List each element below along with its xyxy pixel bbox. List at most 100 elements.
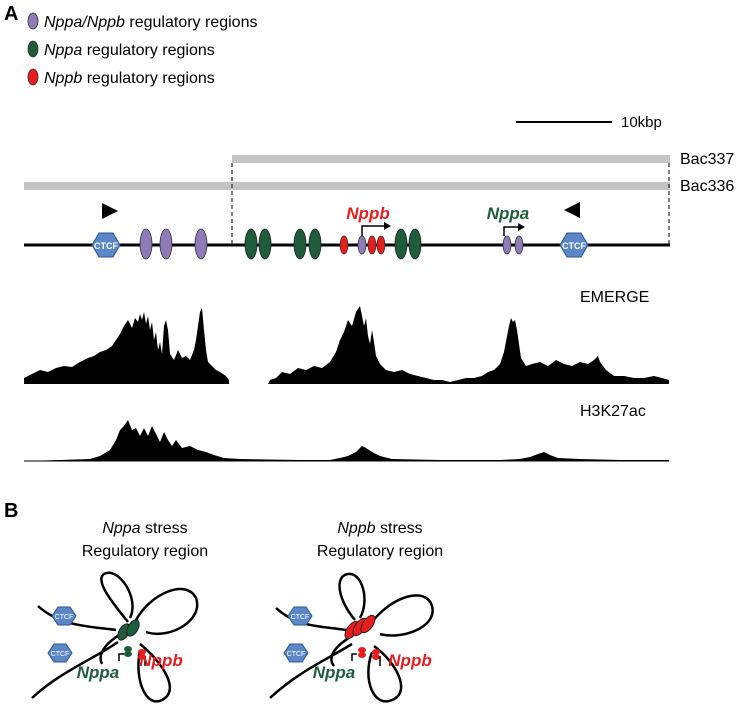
nppa-gene-label: Nppa <box>487 204 530 223</box>
ctcf-label: CTCF <box>287 651 306 658</box>
legend: Nppa/Nppb regulatory regions Nppa regula… <box>27 12 257 87</box>
nppa-gene-label: Nppa <box>77 663 120 682</box>
ctcf-label: CTCF <box>51 651 70 658</box>
chromatin-fiber <box>31 640 119 699</box>
regulatory-region-red <box>372 654 380 660</box>
regulatory-region-red <box>358 647 366 653</box>
nppb-gene-label: Nppb <box>388 651 431 670</box>
legend-label-italic: Nppa <box>44 42 82 59</box>
ctcf-site-right: CTCF <box>559 232 589 258</box>
chromatin-loop <box>100 571 134 623</box>
legend-label-rest: regulatory regions <box>82 70 215 87</box>
bac337-bar <box>232 155 670 163</box>
regulatory-region-purple <box>139 228 153 260</box>
chromatin-loop <box>134 587 199 635</box>
panel-b-right-title: Nppb stress Regulatory region <box>317 520 443 560</box>
nppa-tss-arrow-icon <box>503 226 518 236</box>
svg-text:Nppa stress: Nppa stress <box>102 520 187 537</box>
panel-b-left-title-rest: stress <box>141 520 188 537</box>
legend-label-rest: regulatory regions <box>82 42 215 59</box>
regulatory-region-green <box>124 651 132 657</box>
panel-label-b: B <box>4 500 18 522</box>
ctcf-hexagon-icon <box>283 643 309 663</box>
regulatory-region-red <box>339 235 349 255</box>
chromatin-loop <box>137 643 172 703</box>
svg-text:Nppb regulatory regions: Nppb regulatory regions <box>44 70 215 87</box>
regulatory-region-green <box>258 228 272 260</box>
svg-text:Nppa regulatory regions: Nppa regulatory regions <box>44 42 215 59</box>
legend-item-nppa-nppb: Nppa/Nppb regulatory regions <box>27 12 257 31</box>
nppa-tss-arrow-icon <box>351 653 357 661</box>
chromatin-fiber <box>269 642 353 699</box>
regulatory-region-green <box>293 228 307 260</box>
svg-text:Nppa/Nppb regulatory regions: Nppa/Nppb regulatory regions <box>44 14 257 31</box>
svg-text:Nppb stress: Nppb stress <box>337 520 422 537</box>
ctcf-label: CTCF <box>562 241 586 251</box>
ctcf-hexagon-icon <box>559 232 589 258</box>
panel-b-right-title-rest: stress <box>376 520 423 537</box>
nppa-tss-arrowhead-icon <box>518 223 525 231</box>
panel-b-left-title: Nppa stress Regulatory region <box>82 520 208 560</box>
h3k27ac-signal-track <box>24 420 669 461</box>
chromatin-loop <box>367 644 403 703</box>
emerge-track-label: EMERGE <box>580 289 649 306</box>
regulatory-region-green <box>126 619 140 637</box>
ctcf-label: CTCF <box>94 241 118 251</box>
regulatory-region-purple <box>514 235 524 255</box>
regulatory-region-red <box>367 235 377 255</box>
regulatory-region-purple <box>357 235 367 255</box>
legend-label-italic: Nppb <box>44 70 82 87</box>
regulatory-region-green <box>308 228 322 260</box>
ctcf-label: CTCF <box>55 614 74 621</box>
regulatory-region-green <box>394 228 408 260</box>
bac-constructs: Bac337 Bac336 <box>24 151 734 246</box>
regulatory-region-red <box>358 652 366 658</box>
ctcf-hexagon-icon <box>51 606 77 626</box>
legend-label-italic: Nppa/Nppb <box>44 14 125 31</box>
nppb-tss-arrow-icon <box>361 225 384 236</box>
nppb-gene-label: Nppb <box>139 651 182 670</box>
legend-label-rest: regulatory regions <box>125 14 258 31</box>
chromatin-loop <box>338 572 366 621</box>
panel-label-a: A <box>4 3 18 25</box>
regulatory-region-purple <box>194 228 208 260</box>
nppb-tss-arrowhead-icon <box>384 222 391 230</box>
regulatory-region-purple <box>159 228 173 260</box>
bac336-label: Bac336 <box>680 178 734 195</box>
panel-b-left-title-italic: Nppa <box>102 520 140 537</box>
ctcf-hexagon-icon <box>287 606 313 626</box>
scale-bar-label: 10kbp <box>621 114 662 131</box>
ctcf-label: CTCF <box>291 614 310 621</box>
chromatin-loop-diagram-nppa: CTCF CTCF Nppa Nppb <box>31 571 199 703</box>
chromatin-fiber <box>37 605 117 632</box>
ctcf-hexagon-icon <box>47 643 73 663</box>
regulatory-region-green <box>124 646 132 652</box>
legend-item-nppb: Nppb regulatory regions <box>27 68 215 87</box>
legend-swatch-red <box>27 68 39 86</box>
bac337-label: Bac337 <box>680 151 734 168</box>
legend-item-nppa: Nppa regulatory regions <box>27 40 215 59</box>
bac336-bar <box>24 182 670 190</box>
ctcf-hexagon-icon <box>91 232 121 258</box>
nppa-locus: Nppa <box>487 204 530 255</box>
regulatory-region-red <box>372 649 380 655</box>
panel-b-right-title-italic: Nppb <box>337 520 375 537</box>
legend-swatch-green <box>27 40 39 58</box>
nppa-regions <box>244 228 422 260</box>
regulatory-region-red <box>360 614 376 634</box>
panel-b-right-subtitle: Regulatory region <box>317 543 443 560</box>
regulatory-region-red <box>138 654 146 660</box>
ctcf-site-left: CTCF <box>91 232 121 258</box>
regulatory-region-red <box>138 649 146 655</box>
legend-swatch-purple <box>27 12 39 30</box>
regulatory-region-green <box>408 228 422 260</box>
regulatory-region-red <box>376 235 386 255</box>
ctcf-orientation-right-icon <box>102 203 118 219</box>
nppa-tss-arrow-icon <box>118 653 124 661</box>
nppb-gene-label: Nppb <box>346 204 389 223</box>
nppb-locus: Nppb <box>339 204 391 255</box>
panel-b-left-subtitle: Regulatory region <box>82 543 208 560</box>
regulatory-region-purple <box>502 235 512 255</box>
h3k27ac-track-label: H3K27ac <box>580 403 646 420</box>
